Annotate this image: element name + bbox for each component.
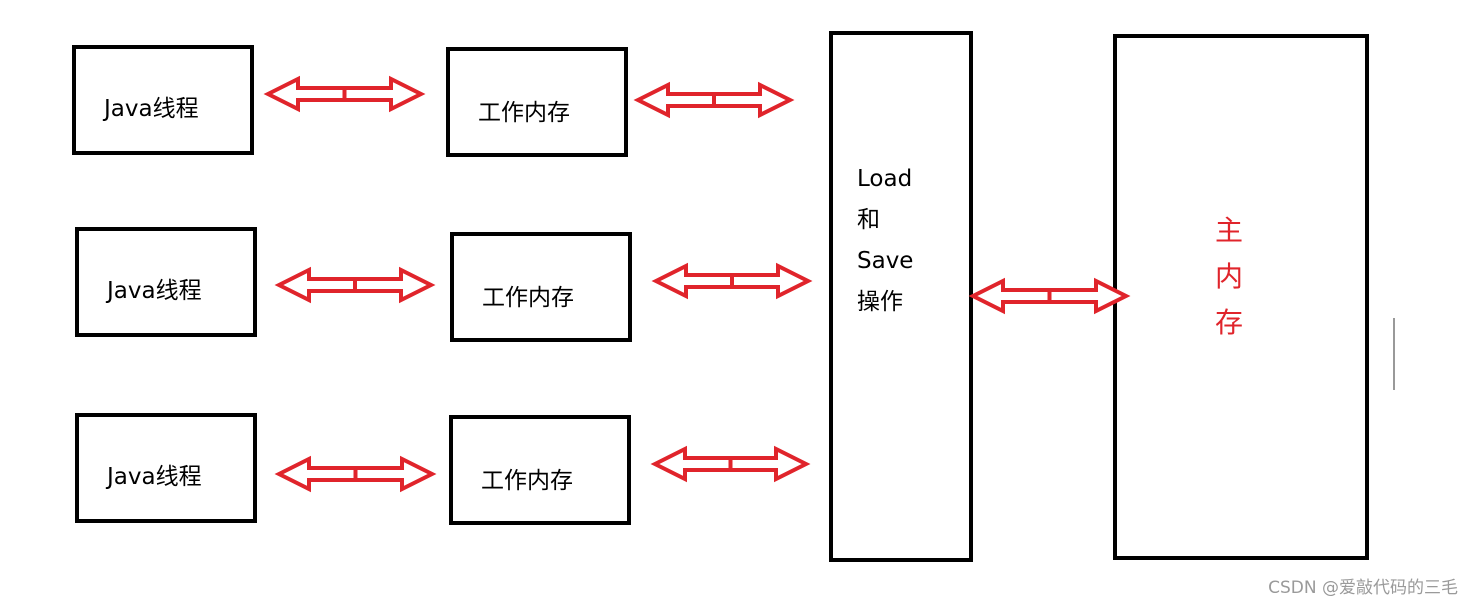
load-save-line-1: Load [857,166,913,192]
load-save-line-4: 操作 [857,289,903,315]
java-thread-box-2: Java线程 [75,227,257,337]
java-thread-label-1: Java线程 [104,96,199,122]
load-save-line-2: 和 [857,207,880,233]
main-memory-text: 主 内 存 [1215,208,1243,346]
java-thread-label-2: Java线程 [107,278,202,304]
java-thread-box-1: Java线程 [72,45,254,155]
main-memory-line-2: 内 [1215,260,1244,293]
load-save-text: Load 和 Save 操作 [857,159,913,323]
working-memory-box-1: 工作内存 [446,47,628,157]
load-save-line-3: Save [857,248,914,274]
working-memory-box-2: 工作内存 [450,232,632,342]
working-memory-label-3: 工作内存 [481,468,573,494]
main-memory-line-1: 主 [1215,214,1244,247]
working-memory-label-1: 工作内存 [478,100,570,126]
main-memory-line-3: 存 [1215,306,1244,339]
java-thread-label-3: Java线程 [107,464,202,490]
java-thread-box-3: Java线程 [75,413,257,523]
working-memory-box-3: 工作内存 [449,415,631,525]
text-cursor-bar [1393,318,1395,390]
working-memory-label-2: 工作内存 [482,285,574,311]
watermark: CSDN @爱敲代码的三毛 [1268,578,1458,598]
